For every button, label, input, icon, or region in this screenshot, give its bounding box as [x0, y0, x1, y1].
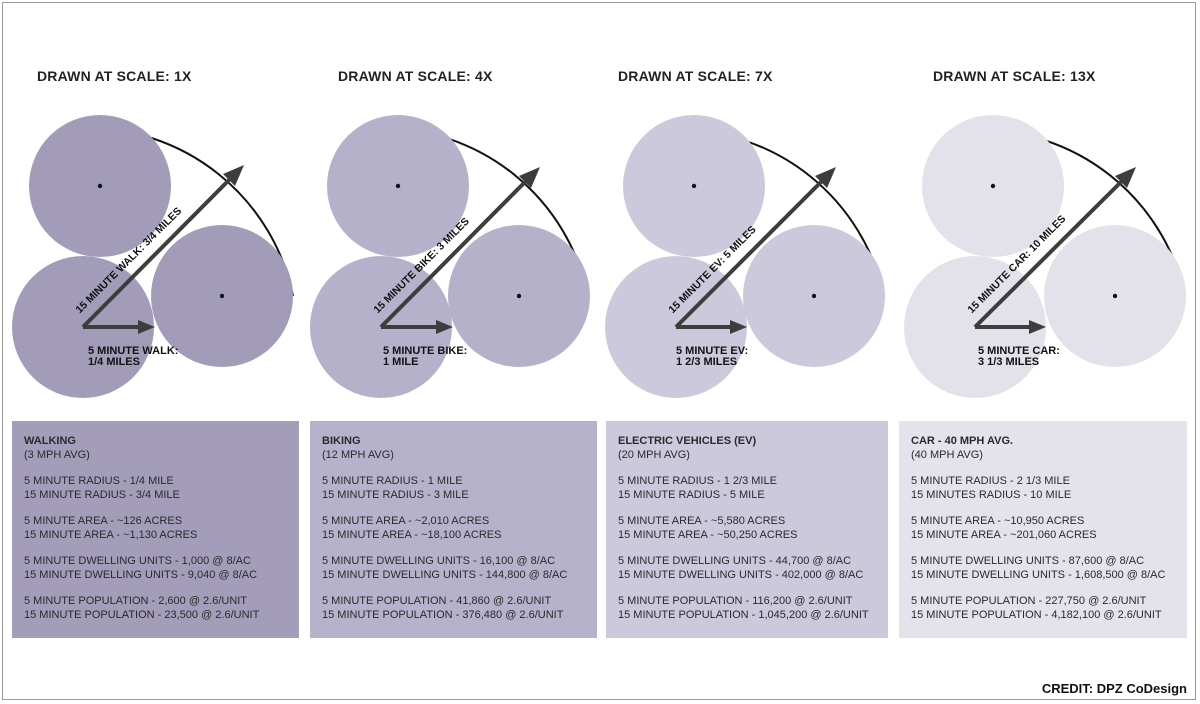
diagonal-arrow-head	[815, 167, 836, 188]
center-dot	[691, 183, 697, 189]
radius-5: 5 MINUTE RADIUS - 1/4 MILE	[24, 475, 174, 487]
short-label-line2: 1/4 MILES	[88, 356, 140, 368]
center-dot	[516, 293, 522, 299]
diagonal-arrow-head	[223, 165, 244, 186]
radius-5: 5 MINUTE RADIUS - 2 1/3 MILE	[911, 475, 1070, 487]
radius-15: 15 MINUTE RADIUS - 5 MILE	[618, 489, 765, 501]
mode-name: CAR - 40 MPH AVG.	[911, 435, 1014, 447]
units-5: 5 MINUTE DWELLING UNITS - 87,600 @ 8/AC	[911, 555, 1145, 567]
area-15: 15 MINUTE AREA - ~1,130 ACRES	[24, 529, 198, 541]
radius-15: 15 MINUTE RADIUS - 3/4 MILE	[24, 489, 180, 501]
mode-speed: (12 MPH AVG)	[322, 449, 394, 461]
center-dot	[1112, 293, 1118, 299]
area-15: 15 MINUTE AREA - ~201,060 ACRES	[911, 529, 1097, 541]
center-dot	[219, 293, 225, 299]
population-5: 5 MINUTE POPULATION - 116,200 @ 2.6/UNIT	[618, 595, 853, 607]
units-5: 5 MINUTE DWELLING UNITS - 16,100 @ 8/AC	[322, 555, 556, 567]
area-5: 5 MINUTE AREA - ~2,010 ACRES	[322, 515, 490, 527]
scale-title: DRAWN AT SCALE: 7X	[618, 68, 773, 84]
short-arrow-head	[1029, 320, 1046, 334]
center-dot	[811, 293, 817, 299]
short-label-line1: 5 MINUTE BIKE:	[383, 345, 467, 357]
scale-title: DRAWN AT SCALE: 1X	[37, 68, 192, 84]
diagonal-arrow-shaft	[81, 176, 233, 329]
short-label-line2: 3 1/3 MILES	[978, 356, 1039, 368]
radius-15: 15 MINUTE RADIUS - 3 MILE	[322, 489, 469, 501]
units-15: 15 MINUTE DWELLING UNITS - 402,000 @ 8/A…	[618, 569, 864, 581]
short-label-line1: 5 MINUTE CAR:	[978, 345, 1060, 357]
short-arrow-head	[436, 320, 453, 334]
radius-5: 5 MINUTE RADIUS - 1 MILE	[322, 475, 463, 487]
mode-name: WALKING	[24, 435, 76, 447]
area-15: 15 MINUTE AREA - ~18,100 ACRES	[322, 529, 502, 541]
diagonal-arrow-shaft	[973, 178, 1125, 329]
diagonal-arrow-shaft	[379, 178, 529, 329]
area-5: 5 MINUTE AREA - ~10,950 ACRES	[911, 515, 1085, 527]
panel-car: DRAWN AT SCALE: 13X 15 MINUTE CAR: 10 MI…	[893, 0, 1193, 704]
panel-walking: DRAWN AT SCALE: 1X 15 MINUTE WALK: 3/4 M…	[0, 0, 300, 704]
mode-name: ELECTRIC VEHICLES (EV)	[618, 435, 757, 447]
area-5: 5 MINUTE AREA - ~5,580 ACRES	[618, 515, 786, 527]
short-label-line2: 1 2/3 MILES	[676, 356, 737, 368]
scale-title: DRAWN AT SCALE: 4X	[338, 68, 493, 84]
population-15: 15 MINUTE POPULATION - 4,182,100 @ 2.6/U…	[911, 609, 1162, 621]
population-15: 15 MINUTE POPULATION - 23,500 @ 2.6/UNIT	[24, 609, 260, 621]
short-label-line1: 5 MINUTE WALK:	[88, 345, 178, 357]
units-15: 15 MINUTE DWELLING UNITS - 144,800 @ 8/A…	[322, 569, 568, 581]
mode-name: BIKING	[322, 435, 361, 447]
area-15: 15 MINUTE AREA - ~50,250 ACRES	[618, 529, 798, 541]
scale-title: DRAWN AT SCALE: 13X	[933, 68, 1096, 84]
credit-line: CREDIT: DPZ CoDesign	[1041, 681, 1187, 696]
walking-diagram: 15 MINUTE WALK: 3/4 MILES 5 MINUTE WALK:…	[12, 115, 294, 398]
diagonal-arrow-head	[1115, 167, 1136, 188]
info-box-car: CAR - 40 MPH AVG. (40 MPH AVG) 5 MINUTE …	[899, 421, 1187, 638]
center-dot	[395, 183, 401, 189]
ev-diagram: 15 MINUTE EV: 5 MILES 5 MINUTE EV: 1 2/3…	[605, 115, 885, 398]
info-box-ev: ELECTRIC VEHICLES (EV) (20 MPH AVG) 5 MI…	[606, 421, 888, 638]
units-5: 5 MINUTE DWELLING UNITS - 1,000 @ 8/AC	[24, 555, 251, 567]
population-15: 15 MINUTE POPULATION - 1,045,200 @ 2.6/U…	[618, 609, 869, 621]
mode-speed: (40 MPH AVG)	[911, 449, 983, 461]
radius-5: 5 MINUTE RADIUS - 1 2/3 MILE	[618, 475, 777, 487]
diagonal-arrow-head	[519, 167, 540, 188]
units-5: 5 MINUTE DWELLING UNITS - 44,700 @ 8/AC	[618, 555, 852, 567]
radius-15: 15 MINUTES RADIUS - 10 MILE	[911, 489, 1072, 501]
population-5: 5 MINUTE POPULATION - 2,600 @ 2.6/UNIT	[24, 595, 248, 607]
mode-speed: (3 MPH AVG)	[24, 449, 90, 461]
short-arrow-head	[730, 320, 747, 334]
units-15: 15 MINUTE DWELLING UNITS - 9,040 @ 8/AC	[24, 569, 258, 581]
area-5: 5 MINUTE AREA - ~126 ACRES	[24, 515, 183, 527]
info-box-walking: WALKING (3 MPH AVG) 5 MINUTE RADIUS - 1/…	[12, 421, 299, 638]
population-5: 5 MINUTE POPULATION - 41,860 @ 2.6/UNIT	[322, 595, 552, 607]
diagonal-arrow-shaft	[674, 178, 825, 329]
car-diagram: 15 MINUTE CAR: 10 MILES 5 MINUTE CAR: 3 …	[904, 115, 1186, 398]
short-arrow-head	[138, 320, 155, 334]
panel-biking: DRAWN AT SCALE: 4X 15 MINUTE BIKE: 3 MIL…	[298, 0, 598, 704]
units-15: 15 MINUTE DWELLING UNITS - 1,608,500 @ 8…	[911, 569, 1166, 581]
short-label-line2: 1 MILE	[383, 356, 418, 368]
short-label-line1: 5 MINUTE EV:	[676, 345, 748, 357]
center-dot	[97, 183, 103, 189]
mode-speed: (20 MPH AVG)	[618, 449, 690, 461]
info-box-biking: BIKING (12 MPH AVG) 5 MINUTE RADIUS - 1 …	[310, 421, 597, 638]
center-dot	[990, 183, 996, 189]
population-5: 5 MINUTE POPULATION - 227,750 @ 2.6/UNIT	[911, 595, 1147, 607]
population-15: 15 MINUTE POPULATION - 376,480 @ 2.6/UNI…	[322, 609, 564, 621]
biking-diagram: 15 MINUTE BIKE: 3 MILES 5 MINUTE BIKE: 1…	[310, 115, 590, 398]
panel-ev: DRAWN AT SCALE: 7X 15 MINUTE EV: 5 MILES…	[594, 0, 894, 704]
